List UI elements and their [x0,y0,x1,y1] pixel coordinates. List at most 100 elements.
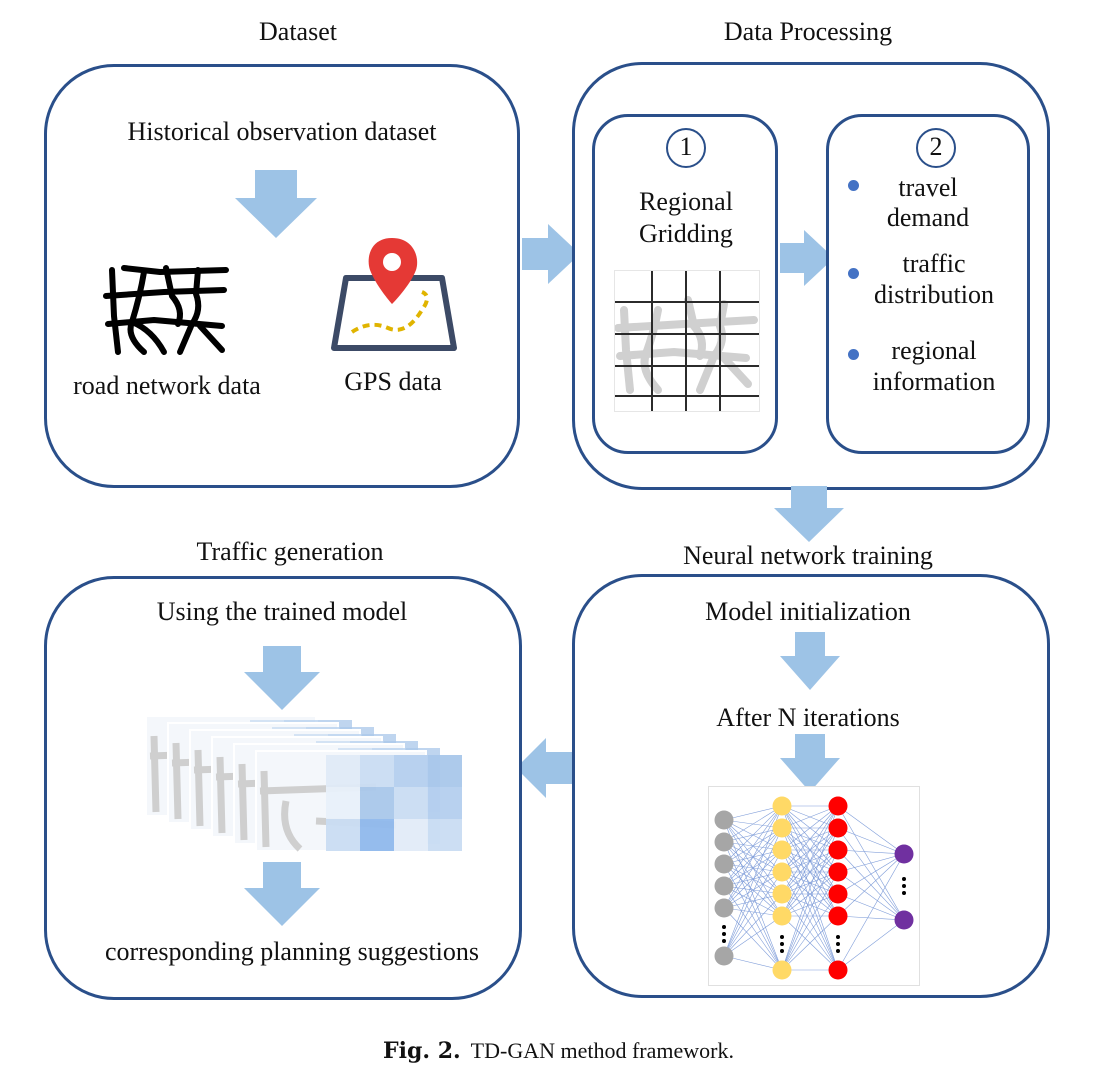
nn-edge [781,827,839,917]
nn-edge [781,893,839,917]
nn-edge [723,893,783,909]
nn-node [772,796,792,816]
right-arrow-icon [780,230,834,286]
ellipsis-icon [780,935,784,939]
nn-edge [723,805,783,909]
down-arrow-icon [244,646,320,710]
down-arrow-icon [780,734,840,792]
demand-label: demand [886,203,970,232]
nn-node [714,810,734,830]
planning-suggestions-label: corresponding planning suggestions [104,937,480,966]
nn-edge [723,827,783,909]
heatmap-cell [360,787,394,819]
nn-edge [723,849,783,909]
ellipsis-icon [836,942,840,946]
heatmap-cell [326,755,360,787]
gps-data-label: GPS data [344,367,442,396]
dataset-title: Dataset [259,17,337,46]
features-box [826,114,1030,454]
ellipsis-icon [722,925,726,929]
nn-edge [837,853,905,917]
gridding-label: Gridding [639,219,733,248]
nn-node [714,898,734,918]
nn-edge [723,871,783,909]
after-n-iterations-label: After N iterations [716,703,900,732]
nn-edge [723,819,783,971]
step-1-badge: 1 [666,128,706,168]
ellipsis-icon [780,942,784,946]
heatmap-cell [326,819,360,851]
right-arrow-icon [522,224,580,284]
travel-label: travel [898,173,958,202]
nn-edge [781,805,839,971]
figure-caption: Fig. 2.TD-GAN method framework. [0,1038,1117,1064]
heatmap-cell [428,755,462,787]
neural-network-diagram [708,786,920,986]
model-initialization-label: Model initialization [705,597,911,626]
nn-node [828,960,848,980]
ellipsis-icon [722,932,726,936]
ellipsis-icon [902,891,906,895]
nn-edge [781,805,839,851]
nn-edge [781,849,839,917]
data-processing-title: Data Processing [723,17,893,46]
ellipsis-icon [836,935,840,939]
bullet-icon [848,349,859,360]
nn-node [714,832,734,852]
nn-node [894,844,914,864]
nn-edge [723,907,783,971]
nn-node [772,960,792,980]
nn-node [828,796,848,816]
nn-edge [837,853,905,971]
nn-node [772,840,792,860]
ellipsis-icon [902,877,906,881]
nn-edge [837,805,905,855]
nn-edge [723,805,783,957]
gps-map-pin-icon [331,238,457,351]
caption-text: TD-GAN method framework. [470,1038,734,1063]
nn-edge [781,805,839,873]
grid-map-image [614,270,760,412]
regional-info-label-2: information [872,367,996,396]
heatmap-cell [394,819,428,851]
traffic-generation-title: Traffic generation [196,537,384,566]
nn-edge [781,805,839,917]
nn-edge [723,885,783,971]
nn-edge [723,907,783,917]
nn-edge [781,805,839,829]
nn-edge [781,893,839,971]
bullet-icon [848,268,859,279]
regional-info-label-1: regional [891,336,977,365]
ellipsis-icon [780,949,784,953]
nn-node [772,862,792,882]
down-arrow-icon [780,632,840,690]
nn-node [714,876,734,896]
nn-node [772,884,792,904]
nn-edge [837,853,905,895]
nn-node [828,840,848,860]
nn-node [772,906,792,926]
nn-edge [723,805,783,865]
heatmap-cell [428,819,462,851]
neural-network-training-title: Neural network training [683,541,933,570]
nn-edge [781,849,839,971]
heatmap-cell [428,787,462,819]
bullet-icon [848,180,859,191]
nn-edge [723,841,783,971]
nn-edge [723,955,783,971]
nn-edge [723,863,783,971]
nn-edge [837,915,905,921]
down-arrow-icon [235,170,317,238]
nn-edge [723,827,783,957]
down-arrow-icon [244,862,320,926]
road-trace [259,770,397,852]
nn-edge [837,871,905,921]
nn-node [828,862,848,882]
nn-node [894,910,914,930]
left-arrow-icon [516,738,572,798]
step-2-badge: 2 [916,128,956,168]
nn-edge [837,853,905,873]
nn-edge [781,871,839,917]
ellipsis-icon [722,939,726,943]
historical-dataset-heading: Historical observation dataset [127,117,437,146]
